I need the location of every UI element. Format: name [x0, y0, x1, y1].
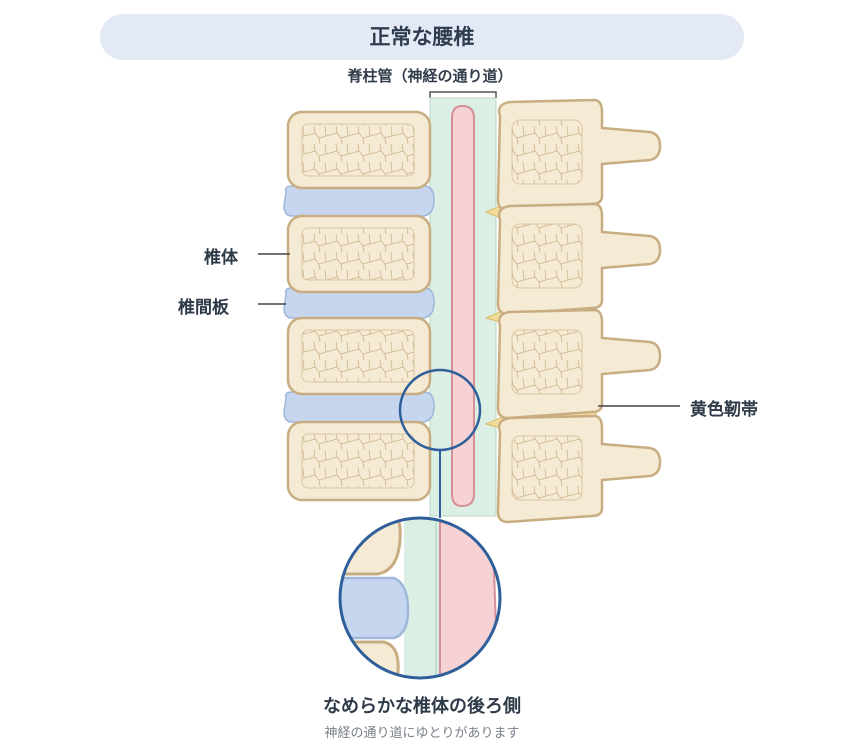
canal-bracket [429, 91, 497, 98]
intervertebral-discs [283, 185, 435, 423]
caption-sub: 神経の通り道にゆとりがあります [324, 726, 520, 741]
vertebral-body [286, 214, 432, 294]
disc [283, 391, 435, 423]
title-banner: 正常な腰椎 [100, 14, 744, 60]
vertebral-body-label: 椎体 [204, 248, 238, 268]
intervertebral-disc-label: 椎間板 [178, 298, 229, 318]
spinous-process [496, 414, 662, 524]
spinal-canal-label: 脊柱管（神経の通り道） [347, 67, 513, 85]
disc [283, 287, 435, 319]
spinous-process [496, 202, 662, 316]
disc [283, 185, 435, 217]
vertebral-body [286, 420, 432, 502]
nerve [451, 104, 475, 508]
magnifier-zoom-circle [338, 516, 502, 680]
caption-main: なめらかな椎体の後ろ側 [323, 696, 521, 717]
spinous-process [496, 98, 662, 212]
spinous-process [496, 308, 662, 420]
page-title: 正常な腰椎 [369, 25, 475, 49]
zoomed-view [340, 518, 500, 678]
vertebral-bodies [286, 110, 432, 502]
ligamentum-flavum-label: 黄色靭帯 [690, 400, 758, 420]
vertebral-body [286, 110, 432, 190]
vertebral-body [286, 316, 432, 396]
posterior-elements [496, 98, 662, 524]
